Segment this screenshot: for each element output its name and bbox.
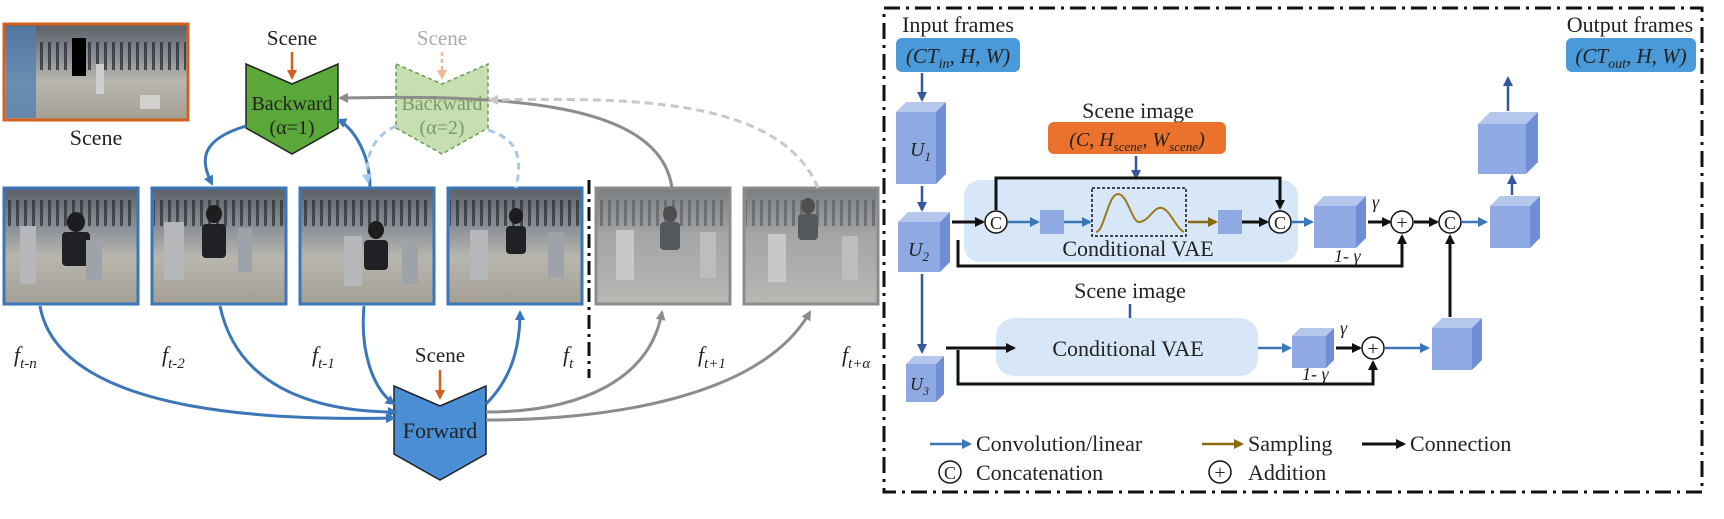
arrow-forward-to-t-plus-alpha <box>485 310 812 422</box>
forward-label: Forward <box>403 418 478 443</box>
svg-text:+: + <box>1367 338 1378 360</box>
scene-label-forward: Scene <box>415 343 465 367</box>
legend-connection-label: Connection <box>1410 431 1511 456</box>
legend-concat-symbol <box>938 460 962 484</box>
u1-label: U1 <box>910 139 931 164</box>
u3-label: U3 <box>910 374 929 398</box>
architecture-frame <box>882 6 1704 494</box>
cvae1-encoder-block <box>1040 210 1064 234</box>
input-frames-title: Input frames <box>902 12 1014 37</box>
one-minus-gamma-1: 1- γ <box>1334 246 1361 266</box>
arrow-backward2-to-t-1 <box>361 124 397 184</box>
frame-t-plus-alpha <box>742 186 880 306</box>
backward-alpha1-line1: Backward <box>251 93 332 115</box>
arrow-t-plus-alpha-to-backward2 <box>488 94 820 189</box>
frame-t-1 <box>298 186 436 306</box>
scene-image-title-2: Scene image <box>1074 278 1186 303</box>
proj-cube-2 <box>1292 328 1334 368</box>
svg-text:C: C <box>1274 213 1286 233</box>
final-concat-node <box>1438 210 1462 234</box>
backward-alpha1-line2: (α=1) <box>269 117 314 139</box>
arrow-t-1-to-forward <box>361 305 396 406</box>
backward-alpha2-line2: (α=2) <box>419 117 464 139</box>
svg-text:C: C <box>1444 213 1456 233</box>
legend-sampling-label: Sampling <box>1248 431 1332 456</box>
cvae-2-region <box>996 318 1258 376</box>
forward-node <box>393 384 487 481</box>
legend-add-label: Addition <box>1248 460 1326 485</box>
arrow-forward-to-t <box>484 310 525 406</box>
input-dims: (CTin, H, W) <box>906 44 1010 72</box>
u2-label: U2 <box>908 239 929 264</box>
arrow-t-1-to-backward1 <box>336 118 372 189</box>
output-dims: (CTout, H, W) <box>1575 44 1686 72</box>
scene-image-dims-box <box>1048 122 1226 154</box>
svg-text:+: + <box>1214 462 1225 484</box>
svg-text:C: C <box>944 463 956 483</box>
scene-label-backward-1: Scene <box>267 26 317 50</box>
legend-conv-label: Convolution/linear <box>976 431 1143 456</box>
svg-text:+: + <box>1396 212 1407 234</box>
add-node-2 <box>1361 336 1385 360</box>
arrow-t-to-backward2 <box>487 128 521 189</box>
cvae1-concat-left <box>984 210 1008 234</box>
svg-text:C: C <box>990 213 1002 233</box>
input-dims-box <box>896 38 1020 72</box>
residual-connection-1 <box>956 234 1407 268</box>
output-frames-title: Output frames <box>1567 12 1693 37</box>
arrow-backward1-to-t-2 <box>203 124 247 186</box>
cvae1-skip-connection <box>994 176 1285 210</box>
scene-label-backward-2: Scene <box>417 26 467 50</box>
legend-add-symbol <box>1208 460 1232 484</box>
frame-label-t-plus-1: ft+1 <box>698 342 726 372</box>
frame-t-plus-1 <box>594 186 732 306</box>
output-dims-box <box>1566 38 1696 72</box>
legend-concat-label: Concatenation <box>976 460 1103 485</box>
fusion-cube <box>1490 196 1540 248</box>
gamma-2: γ <box>1340 318 1348 338</box>
cvae-2-label: Conditional VAE <box>1052 336 1203 361</box>
one-minus-gamma-2: 1- γ <box>1302 364 1329 384</box>
latent-distribution-box <box>1091 187 1187 237</box>
add-node-1 <box>1390 210 1414 234</box>
output-head-cube <box>1478 112 1538 174</box>
branch2-cube <box>1432 318 1482 370</box>
frame-t-n <box>2 186 140 306</box>
u1-cube <box>896 102 946 184</box>
backward-alpha1-node <box>245 62 339 155</box>
frame-t <box>446 186 584 306</box>
scene-image-dims: (C, Hscene, Wscene) <box>1069 129 1205 154</box>
frame-label-t-2: ft-2 <box>162 342 185 372</box>
u3-cube <box>906 356 944 402</box>
arrow-forward-to-t-plus-1 <box>485 310 666 414</box>
frame-t-2 <box>150 186 288 306</box>
cvae1-decoder-block <box>1218 210 1242 234</box>
arrow-t-2-to-forward <box>218 305 398 417</box>
arrow-t-n-to-forward <box>38 305 396 424</box>
frame-label-t-plus-alpha: ft+α <box>842 342 871 372</box>
scene-caption: Scene <box>70 125 123 150</box>
u2-cube <box>898 212 950 272</box>
gamma-1: γ <box>1372 192 1380 212</box>
scene-image-title-1: Scene image <box>1082 98 1194 123</box>
residual-connection-2 <box>956 350 1378 386</box>
frame-label-t-n: ft-n <box>14 342 37 372</box>
arrow-t-plus-1-to-backward1 <box>338 92 674 189</box>
scene-thumbnail <box>2 22 190 122</box>
cvae-1-label: Conditional VAE <box>1062 236 1213 261</box>
latent-distribution-curve <box>1095 192 1185 233</box>
backward-alpha2-node <box>395 62 489 155</box>
proj-cube-1 <box>1314 196 1366 248</box>
frame-label-t-1: ft-1 <box>312 342 335 372</box>
cvae-1-region <box>964 180 1298 262</box>
frame-label-t: ft <box>563 342 574 372</box>
cvae1-concat-right <box>1268 210 1292 234</box>
